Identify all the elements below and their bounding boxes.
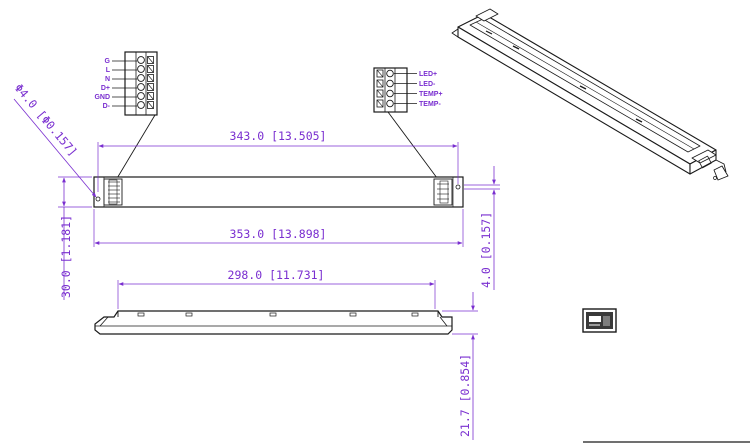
input-pin-label: L: [106, 67, 111, 74]
dimension-hole-diameter: Φ4.0 [Φ0.157]: [12, 81, 97, 198]
side-view-slots: [137, 312, 419, 317]
dimension-label: 4.0 [0.157]: [479, 212, 493, 288]
dimension-label: 21.7 [0.854]: [458, 354, 472, 437]
output-terminal-block: [433, 178, 453, 206]
driver-side-view: [94, 310, 453, 335]
dimension-height: 21.7 [0.854]: [442, 292, 478, 440]
input-leader-line: [115, 114, 156, 181]
output-leader-line: [387, 111, 441, 183]
input-pin-labels: G L N D+ GND D-: [94, 58, 110, 110]
dimension-inner-length: 343.0 [13.505]: [97, 129, 459, 192]
output-pin-label: LED-: [419, 81, 436, 88]
input-pin-label: G: [105, 58, 111, 65]
label-icon: [582, 308, 617, 333]
input-pin-label: D-: [103, 103, 111, 110]
output-pin-label: TEMP-: [419, 101, 441, 108]
dimension-overall-length: 353.0 [13.898]: [93, 209, 464, 247]
output-connector: LED+ LED- TEMP+ TEMP-: [373, 67, 443, 183]
dimension-label: 353.0 [13.898]: [230, 227, 327, 241]
output-pin-label: TEMP+: [419, 91, 443, 98]
mounting-hole: [95, 196, 101, 202]
output-pin-labels: LED+ LED- TEMP+ TEMP-: [419, 71, 443, 108]
dimension-base-length: 298.0 [11.731]: [117, 268, 436, 309]
input-terminal-block: [103, 178, 123, 206]
input-pin-label: D+: [101, 85, 110, 92]
input-pin-label: N: [105, 76, 110, 83]
driver-top-view: [93, 176, 464, 208]
dimension-label: 343.0 [13.505]: [230, 129, 327, 143]
dimension-offset: 4.0 [0.157]: [464, 166, 500, 290]
dimension-width: 30.0 [1.181]: [58, 176, 92, 300]
dimension-label: 298.0 [11.731]: [228, 268, 325, 282]
input-connector-terminals: [112, 56, 154, 109]
dimension-label: Φ4.0 [Φ0.157]: [12, 81, 81, 159]
output-pin-label: LED+: [419, 71, 437, 78]
input-connector: G L N D+ GND D-: [94, 51, 158, 181]
dimension-label: 30.0 [1.181]: [59, 215, 73, 298]
input-pin-label: GND: [94, 94, 110, 101]
mounting-hole: [455, 184, 461, 190]
driver-isometric-view: [451, 8, 729, 181]
output-connector-terminals: [376, 69, 417, 108]
